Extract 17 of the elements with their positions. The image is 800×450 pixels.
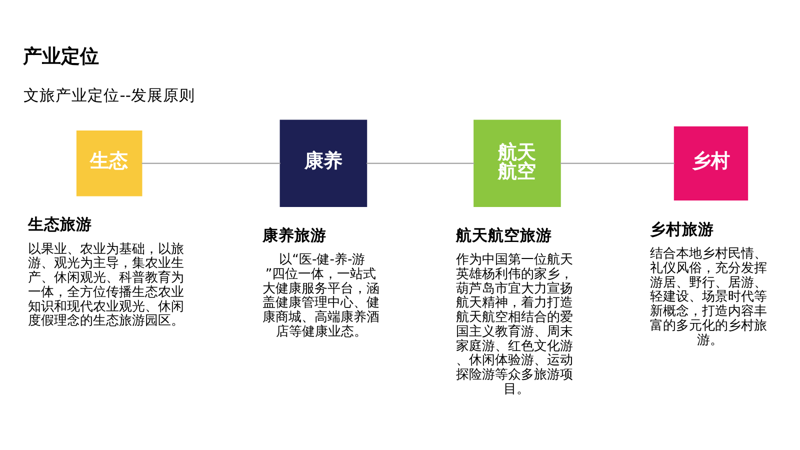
- connector: [560, 162, 674, 164]
- node-box: 康养: [280, 120, 368, 208]
- node-label: 以果业、农业为基础，以旅游、观光为主导，集农业生产、休闲观光、科普教育为一体，全方位传播生态农业知识和现代农业观光、休闲度假理念的生态旅游园区。: [28, 242, 184, 329]
- node-label: 康养旅游: [262, 226, 326, 244]
- connector: [142, 162, 280, 164]
- node-label: 生态旅游: [28, 216, 92, 234]
- node-box: 航天航空: [474, 120, 561, 208]
- node-box: 乡村: [674, 126, 748, 200]
- node-label: 以“医-健-养-游”四位一体，一站式大健康服务平台，涵盖健康管理中心、健康商城、高端康养酒店等健康业态。: [262, 252, 380, 340]
- node-label: 航天航空旅游: [456, 226, 552, 244]
- label: 文旅产业定位--发展原则: [24, 86, 195, 104]
- node-label: 作为中国第一位航天英雄杨利伟的家乡，葫芦岛市宜大力宣扬航天精神，着力打造航天航空相结合的爱国主义教育游、周末家庭游、红色文化游、休闲体验游、运动探险游等众多旅游项目。: [456, 252, 574, 397]
- connector: [366, 162, 474, 164]
- node-label: 乡村旅游: [650, 220, 714, 238]
- node-box: 生态: [76, 130, 142, 196]
- node-label: 结合本地乡村民情、礼仪风俗，充分发挥游居、野行、居游、轻建设、场景时代等新概念，打造内容丰富的多元化的乡村旅游。: [650, 246, 767, 348]
- diagram-title: 产业定位: [23, 44, 100, 68]
